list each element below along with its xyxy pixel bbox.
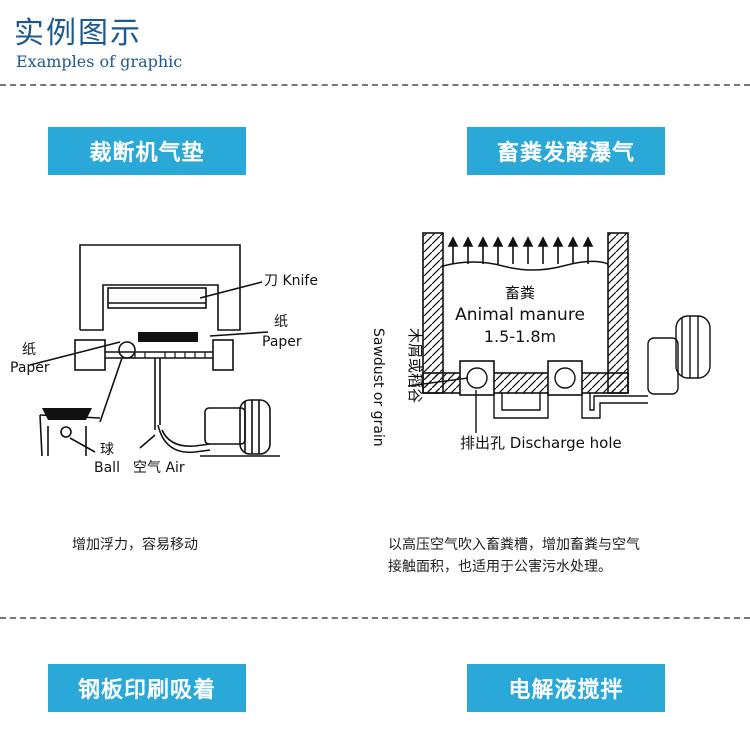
tank-floor xyxy=(422,372,629,394)
caption-right-line2: 接触面积，也适用于公害污水处理。 xyxy=(388,559,612,575)
blower-body xyxy=(204,407,246,445)
paper-sheet xyxy=(138,332,198,342)
banner-manure-aeration: 畜粪发酵瀑气 xyxy=(467,127,665,175)
knife-label: 刀 Knife xyxy=(264,273,318,289)
banner-label: 钢板印刷吸着 xyxy=(77,678,216,703)
divider-middle xyxy=(0,617,750,619)
table-right-block xyxy=(212,339,234,371)
banner-cutting-air-cushion: 裁断机气垫 xyxy=(48,127,246,175)
paper-detail xyxy=(42,408,92,420)
ball-detail xyxy=(60,426,72,438)
page-title: 实例图示 xyxy=(14,16,142,51)
ball-label-en: Ball xyxy=(94,460,120,476)
paper-label-zh: 纸 xyxy=(274,314,288,330)
sawdust-label-en: Sawdust or grain xyxy=(370,328,386,447)
ball-label-zh: 球 xyxy=(100,442,114,458)
discharge-label: 排出孔 Discharge hole xyxy=(460,434,622,452)
depth-label: 1.5-1.8m xyxy=(484,327,556,346)
caption-right-line1: 以高压空气吹入畜粪槽，增加畜粪与空气 xyxy=(388,537,640,553)
paper2-label-en: Paper xyxy=(10,360,50,376)
blower-motor xyxy=(239,399,271,455)
tank-wall-right xyxy=(607,232,629,394)
press-frame xyxy=(79,244,241,331)
page-subtitle: Examples of graphic xyxy=(16,52,183,71)
caption-left: 增加浮力，容易移动 xyxy=(72,537,198,553)
sawdust-label-zh: 木屑或稻谷 xyxy=(406,328,424,403)
paper-callout xyxy=(209,331,269,337)
cutting-machine-diagram: 刀 Knife 纸 Paper 纸 Paper 球 Ball 空气 Air xyxy=(10,244,318,476)
divider-top xyxy=(0,84,750,86)
pipe-out xyxy=(581,393,648,419)
discharge-box-right xyxy=(547,360,583,396)
ball-callout xyxy=(69,437,96,453)
banner-label: 畜粪发酵瀑气 xyxy=(496,141,635,166)
ball-mark xyxy=(118,341,136,359)
blower-body xyxy=(647,337,679,395)
banner-electrolyte-stirring: 电解液搅拌 xyxy=(467,664,665,712)
blower-motor xyxy=(675,315,711,379)
table-left-block xyxy=(74,339,106,371)
manure-label-zh: 畜粪 xyxy=(505,284,535,302)
sawdust-callout xyxy=(407,377,469,387)
air-arrows xyxy=(447,236,594,264)
knife-callout xyxy=(199,281,263,299)
air-pipe xyxy=(157,424,211,454)
manure-surface xyxy=(442,260,609,271)
air-label: 空气 Air xyxy=(133,460,185,476)
paper-label-en: Paper xyxy=(262,334,302,350)
banner-label: 裁断机气垫 xyxy=(89,141,205,166)
manure-label-en: Animal manure xyxy=(455,305,585,325)
knife-block xyxy=(107,287,207,309)
paper2-label-zh: 纸 xyxy=(22,342,36,358)
banner-label: 电解液搅拌 xyxy=(508,678,624,703)
tank-wall-left xyxy=(422,232,444,394)
air-callout xyxy=(139,434,156,449)
manure-aeration-diagram: 畜粪 Animal manure 1.5-1.8m 木屑或稻谷 Sawdust … xyxy=(370,232,711,452)
pipe-link xyxy=(493,393,549,419)
banner-steel-plate-printing: 钢板印刷吸着 xyxy=(48,664,246,712)
